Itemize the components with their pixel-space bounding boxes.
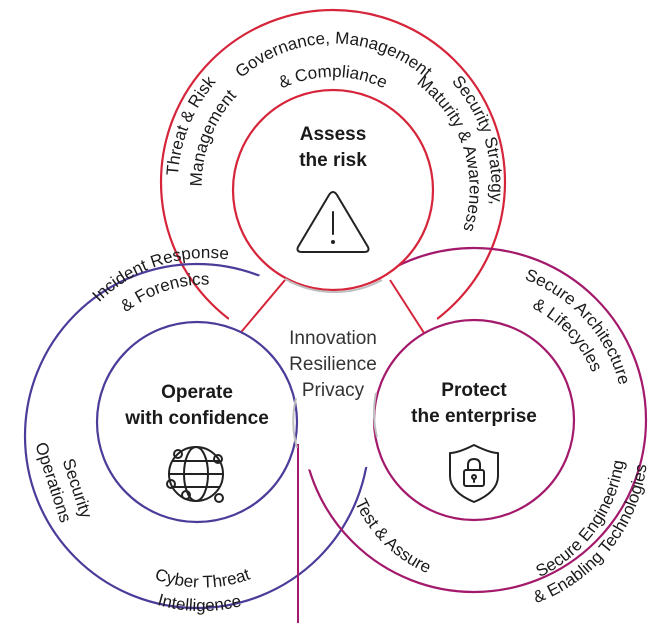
center-resilience: Resilience [289,354,377,375]
globe-network-icon [166,446,224,503]
center-privacy: Privacy [302,380,365,401]
lock-shield-icon [449,444,499,503]
operate-title-line1: Operate [161,382,233,403]
assess-title-line1: Assess [300,124,367,145]
protect-title-line2: the enterprise [411,406,537,427]
operate-inner-circle [95,320,299,524]
test-assure-label: Test & Assure [351,496,434,577]
center-innovation: Innovation [289,328,377,349]
cti-label-line2: Intelligence [156,590,243,615]
cti-label-line1: Cyber Threat [153,565,253,592]
governance-label-line2: & Compliance [276,62,390,92]
gray-arcs [284,278,383,449]
protect-title-line1: Protect [441,380,507,401]
assess-inner-circle [231,88,435,292]
warning-triangle-icon [296,191,370,253]
operate-title-line2: with confidence [124,408,269,429]
assess-title-line2: the risk [299,150,367,171]
